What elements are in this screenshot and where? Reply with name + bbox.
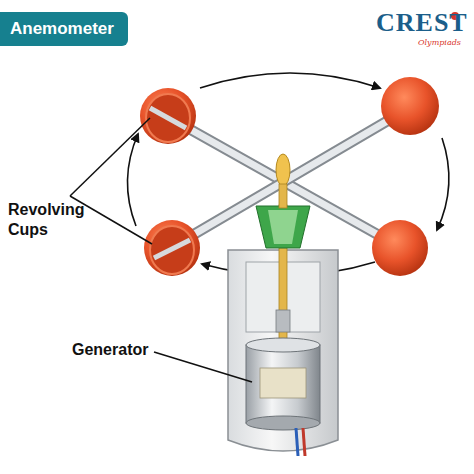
part-label: Generator xyxy=(72,340,172,360)
cup-holder xyxy=(256,206,310,248)
spindle xyxy=(279,184,287,208)
leader-line xyxy=(70,118,150,196)
cup-shell xyxy=(144,220,200,276)
rod xyxy=(154,240,190,258)
cup xyxy=(140,88,196,144)
cup-opening xyxy=(146,94,190,142)
cup-opening xyxy=(150,226,194,274)
rod xyxy=(150,108,186,128)
cup-holder-inner xyxy=(268,210,298,244)
title-band: Anemometer xyxy=(0,12,128,46)
leader-line xyxy=(154,352,252,382)
wire xyxy=(296,428,298,456)
rotation-arrow xyxy=(200,73,380,88)
cup xyxy=(144,220,200,276)
rod xyxy=(174,110,406,246)
generator-body xyxy=(246,345,320,423)
logo-text: CREST xyxy=(376,8,468,38)
logo-subtext: Olympiads xyxy=(418,38,461,47)
generator-top xyxy=(246,338,320,352)
cup xyxy=(381,77,439,135)
generator-band xyxy=(260,368,306,398)
rod xyxy=(174,110,406,246)
generator-bottom xyxy=(246,416,320,430)
cup-shell xyxy=(140,88,196,144)
wire xyxy=(303,428,305,456)
rotation-arrow xyxy=(127,134,138,226)
cup xyxy=(372,220,428,276)
cup-shell xyxy=(381,77,439,135)
part-label: Revolving Cups xyxy=(8,200,108,240)
cup-shell xyxy=(372,220,428,276)
rotation-arrow xyxy=(437,138,449,230)
coupling xyxy=(276,310,290,332)
spindle xyxy=(276,154,290,186)
